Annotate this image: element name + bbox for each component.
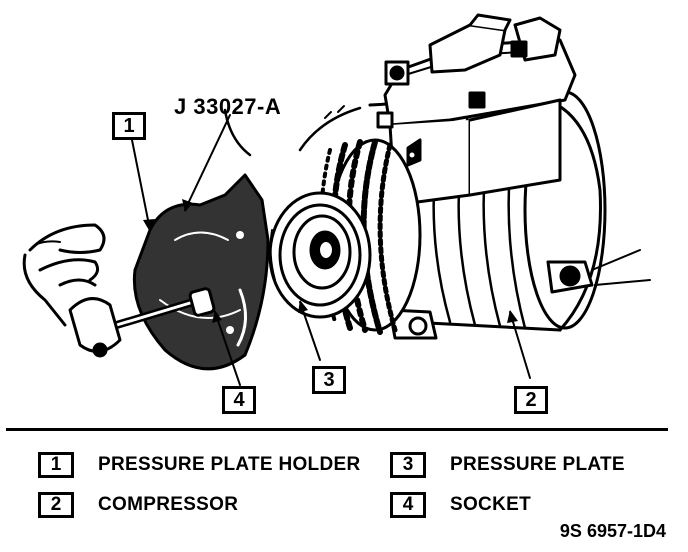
legend-item-4: 4 SOCKET (390, 492, 531, 518)
legend-label: PRESSURE PLATE HOLDER (98, 454, 361, 475)
legend-divider (6, 428, 668, 431)
legend-item-2: 2 COMPRESSOR (38, 492, 238, 518)
legend-number: 2 (38, 492, 74, 518)
legend-number: 3 (390, 452, 426, 478)
legend: 1 PRESSURE PLATE HOLDER 3 PRESSURE PLATE… (0, 446, 688, 526)
legend-label: PRESSURE PLATE (450, 454, 625, 475)
callout-2: 2 (514, 386, 548, 414)
hand-outline (22, 223, 106, 327)
tool-number-label: J 33027-A (174, 94, 282, 119)
compressor-illustration (22, 13, 651, 386)
callout-3: 3 (312, 366, 346, 394)
legend-label: SOCKET (450, 494, 531, 515)
pressure-plate-holder-tool (132, 173, 270, 371)
socket-and-ratchet (68, 287, 216, 358)
legend-number: 4 (390, 492, 426, 518)
figure-id: 9S 6957-1D4 (559, 521, 666, 541)
legend-item-1: 1 PRESSURE PLATE HOLDER (38, 452, 360, 478)
callout-1: 1 (112, 112, 146, 140)
legend-number: 1 (38, 452, 74, 478)
pressure-plate (268, 191, 372, 319)
legend-item-3: 3 PRESSURE PLATE (390, 452, 625, 478)
legend-label: COMPRESSOR (98, 494, 239, 515)
callout-4: 4 (222, 386, 256, 414)
